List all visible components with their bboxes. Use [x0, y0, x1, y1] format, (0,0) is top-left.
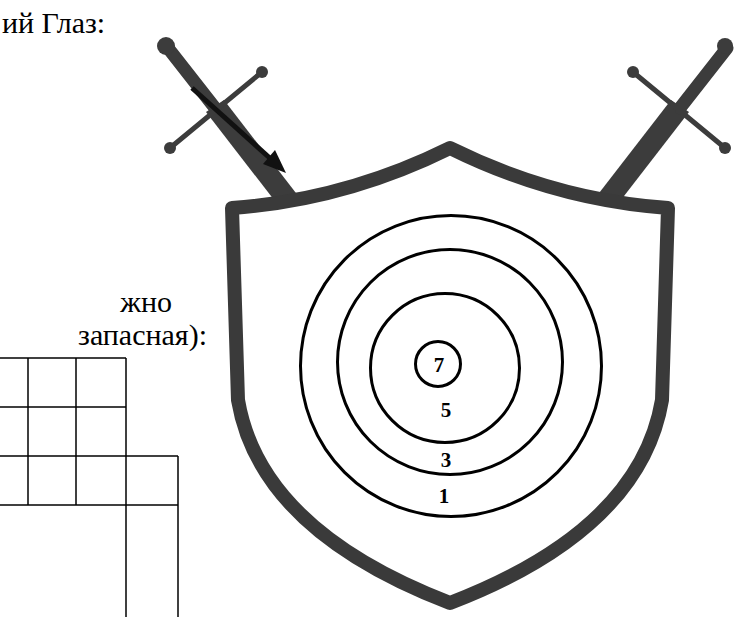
grid: [0, 358, 178, 617]
ring-outline: [299, 214, 603, 518]
note-text: запасная):: [78, 320, 207, 350]
pointer-arrow: [192, 88, 286, 173]
ring-score: 1: [439, 486, 450, 507]
ring-score: 3: [441, 450, 452, 471]
shield-outline: [232, 148, 668, 603]
target-ring: 357: [336, 248, 564, 476]
target-ring: 57: [369, 292, 521, 444]
target-ring: 7: [414, 340, 462, 388]
ring-outline: [369, 292, 521, 444]
note-text: ий Глаз:: [2, 8, 105, 38]
target-ring: 1357: [299, 214, 603, 518]
ring-score: 7: [434, 355, 445, 376]
ring-score: 5: [441, 400, 452, 421]
note-text: жно: [120, 287, 172, 317]
